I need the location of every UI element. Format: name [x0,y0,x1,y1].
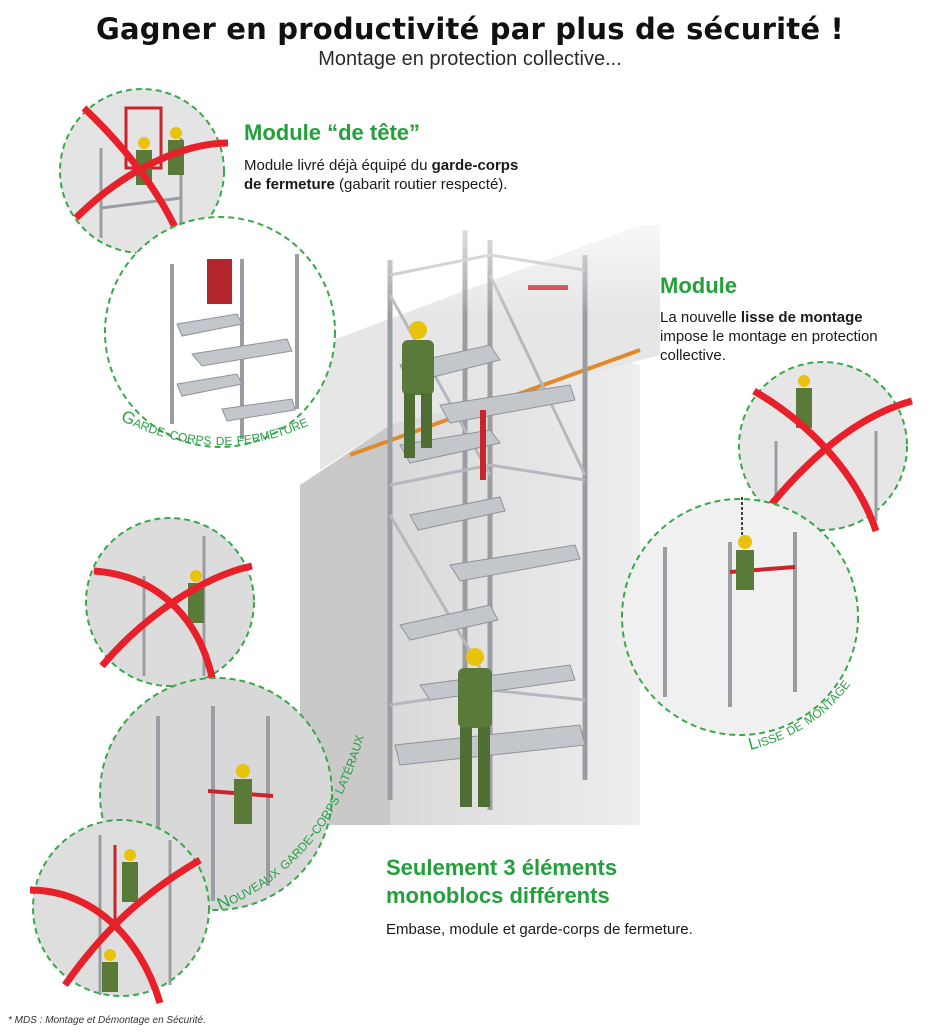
svg-text:Lisse de montage: Lisse de montage [746,675,854,754]
page-title: Gagner en productivité par plus de sécur… [96,12,844,46]
label-garde-corps-fermeture-curve: Garde-corps de fermeture [118,407,310,450]
label-garde-corps-lateraux-curve: Nouveaux garde-corps latéraux [214,732,368,913]
central-staircase-illustration [300,185,660,845]
module-tete-heading: Module “de tête” [244,120,421,145]
module-text: La nouvelle lisse de montage impose le m… [660,309,878,364]
bad-practice-circle-top [59,88,229,255]
bad-practice-circle-right [738,361,913,533]
svg-text:Garde-corps de fermeture: Garde-corps de fermeture [118,407,310,450]
elements-heading: Seulement 3 éléments monoblocs différent… [386,855,618,908]
garde-corps-lateraux-label: Nouveaux garde-corps latéraux [214,732,368,913]
footnote: * MDS : Montage et Démontage en Sécurité… [8,1015,206,1026]
module-tete-text: Module livré déjà équipé du garde-corps … [244,157,519,193]
elements-text: Embase, module et garde-corps de fermetu… [386,921,693,938]
module-heading: Module [660,273,737,298]
circle-garde-corps-fermeture [104,216,336,448]
bad-practice-circle-left-bottom [29,819,210,1004]
garde-corps-fermeture-label: Garde-corps de fermeture [118,407,310,450]
label-lisse-montage-curve: Lisse de montage [746,675,854,754]
lisse-montage-label: Lisse de montage [746,675,854,754]
page-subtitle: Montage en protection collective... [318,48,622,70]
circle-lisse-montage [621,497,859,736]
bad-practice-circle-left-top [85,517,255,689]
svg-text:Nouveaux garde-corps latéraux: Nouveaux garde-corps latéraux [214,732,368,913]
